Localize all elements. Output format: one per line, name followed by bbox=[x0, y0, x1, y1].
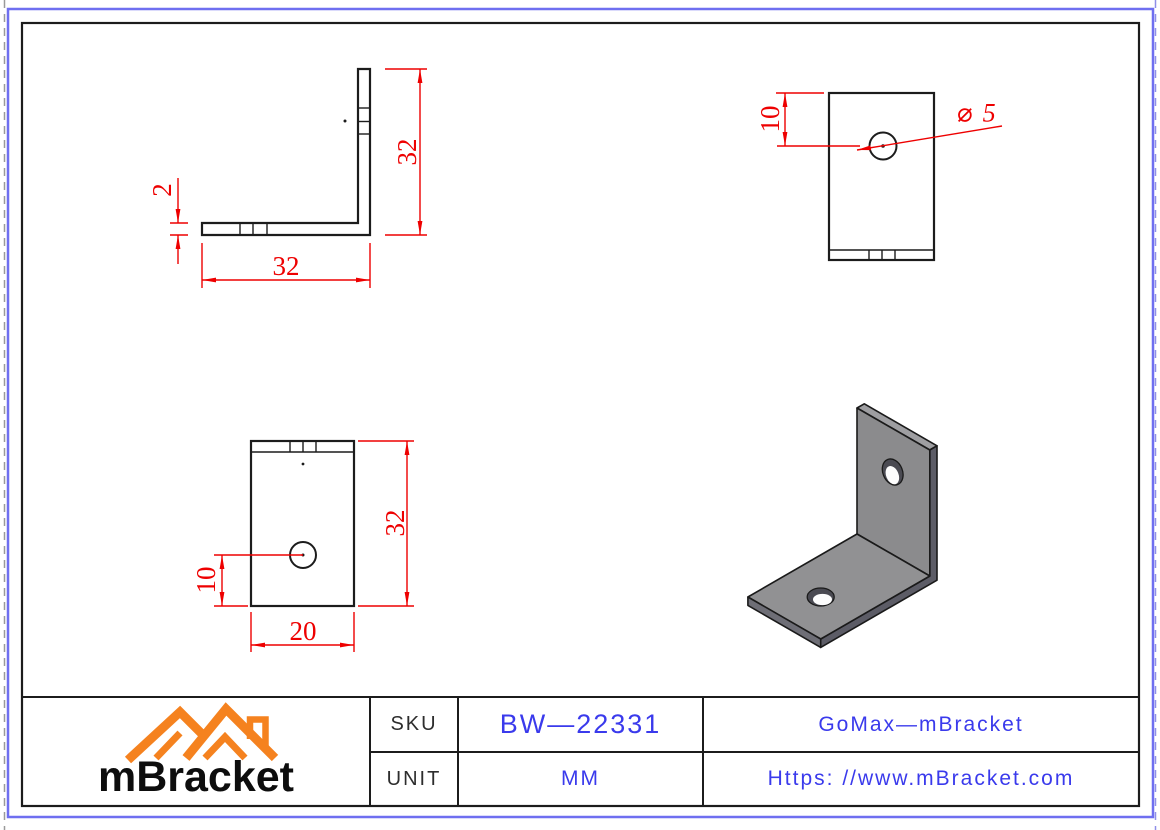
unit-value: MM bbox=[561, 767, 600, 790]
dim-text: 32 bbox=[380, 510, 410, 537]
sku-label: SKU bbox=[390, 713, 438, 735]
unit-label-cell: UNIT bbox=[370, 752, 458, 806]
website-cell: Https: //www.mBracket.com bbox=[703, 752, 1139, 806]
top-offset-dimension: 10 bbox=[755, 92, 860, 147]
brand-cell: GoMax—mBracket bbox=[703, 697, 1139, 752]
front-view: 10 20 32 bbox=[191, 439, 414, 652]
front-height-dimension: 32 bbox=[358, 440, 414, 607]
dim-text: 20 bbox=[290, 616, 317, 646]
unit-value-cell: MM bbox=[458, 752, 703, 806]
website-link: Https: //www.mBracket.com bbox=[767, 767, 1075, 790]
sku-value-cell: BW—22331 bbox=[458, 697, 703, 752]
dim-text: 10 bbox=[755, 106, 785, 133]
dim-text: 32 bbox=[273, 251, 300, 281]
brand-text: GoMax—mBracket bbox=[818, 712, 1024, 736]
center-mark bbox=[343, 119, 347, 123]
title-block-grid bbox=[22, 696, 1139, 806]
top-view: 10 ⌀ 5 bbox=[755, 91, 1003, 262]
side-height-dimension: 32 bbox=[385, 68, 427, 236]
hole-diameter-leader: ⌀ 5 bbox=[856, 99, 1003, 151]
isometric-view bbox=[747, 402, 938, 649]
front-offset-dimension: 10 bbox=[191, 554, 303, 607]
unit-label: UNIT bbox=[386, 767, 442, 790]
iso-hole-horizontal bbox=[806, 587, 835, 607]
side-width-dimension: 32 bbox=[201, 243, 371, 288]
logo-text: mBracket bbox=[98, 752, 294, 801]
dim-text: 32 bbox=[392, 139, 422, 166]
front-width-dimension: 20 bbox=[250, 612, 355, 652]
sku-value: BW—22331 bbox=[499, 709, 662, 739]
iso-hole-vertical bbox=[881, 458, 904, 486]
outer-frame bbox=[6, 7, 1155, 819]
side-view: 32 32 2 bbox=[147, 67, 427, 288]
dim-text: 10 bbox=[191, 567, 221, 594]
logo-roof-icon bbox=[124, 702, 279, 764]
bracket-end-face bbox=[747, 596, 822, 649]
dim-text: 2 bbox=[147, 183, 177, 197]
center-mark bbox=[301, 462, 305, 466]
side-thickness-dimension: 2 bbox=[147, 178, 188, 264]
logo: mBracket bbox=[22, 748, 386, 806]
inner-frame bbox=[20, 21, 1141, 808]
dim-text: ⌀ 5 bbox=[956, 99, 997, 128]
sku-label-cell: SKU bbox=[370, 697, 458, 752]
